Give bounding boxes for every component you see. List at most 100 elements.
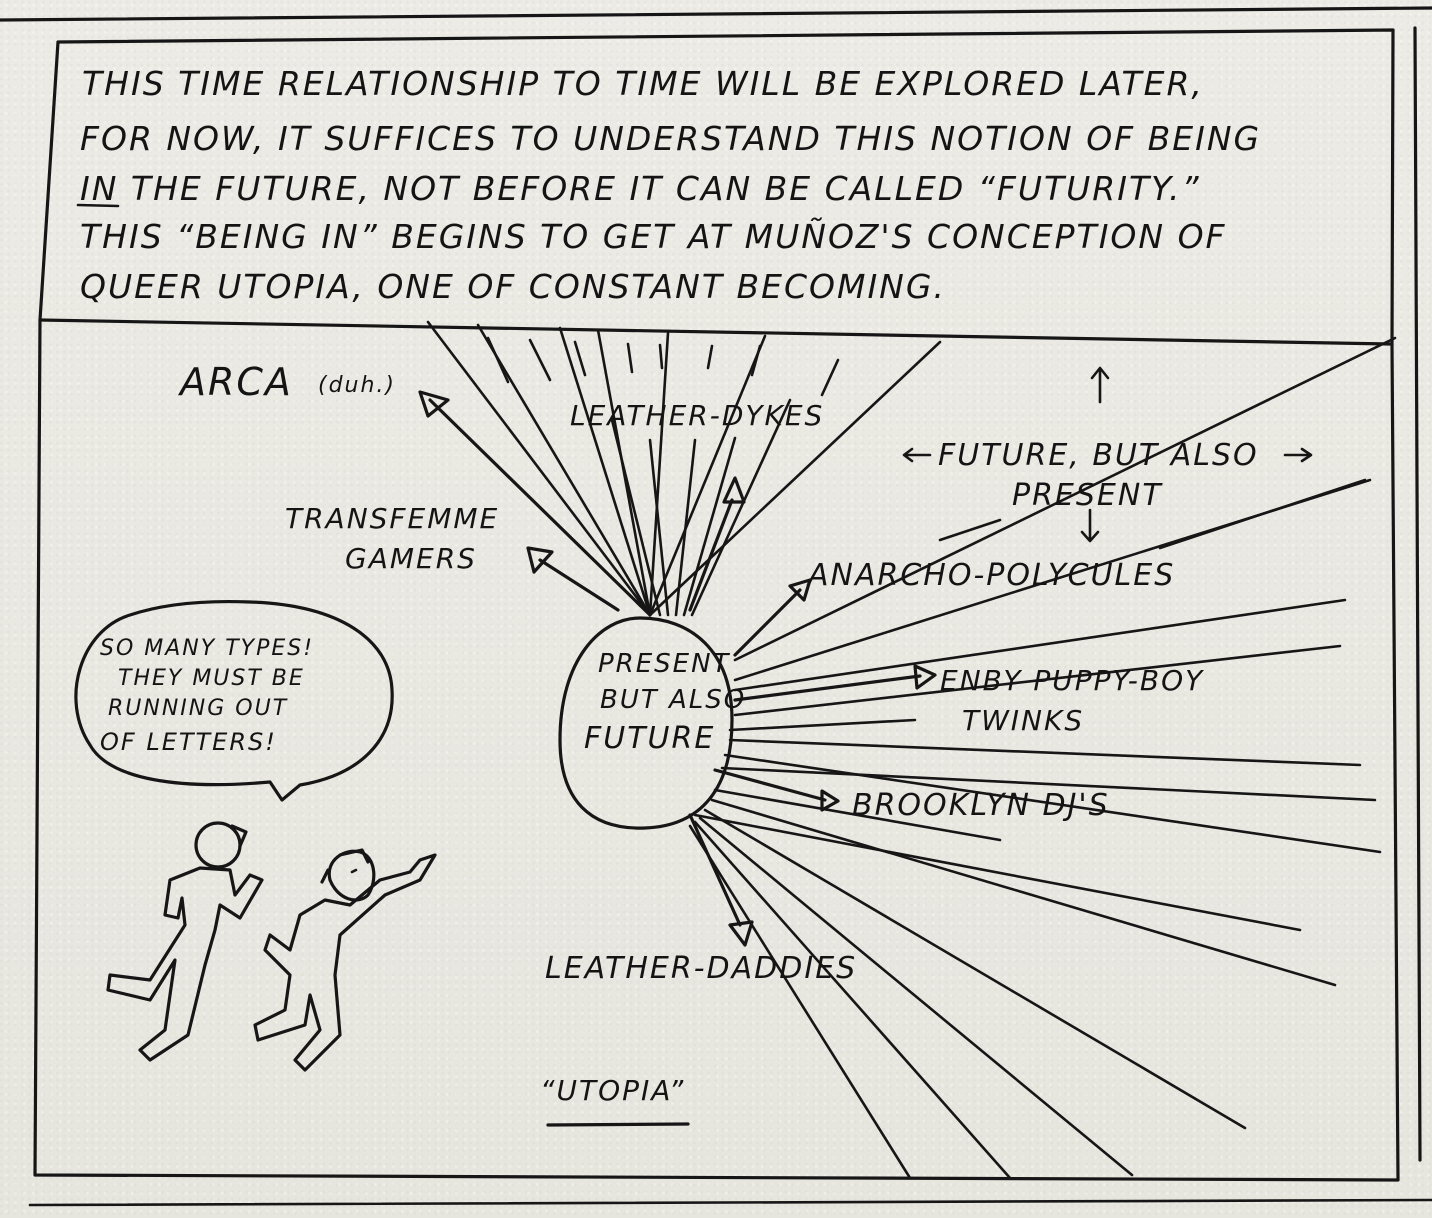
ray-line	[690, 398, 792, 617]
ray-line	[703, 808, 1247, 1130]
speech-line-1: SO MANY TYPES!	[100, 636, 314, 661]
center-line-1: PRESENT	[598, 649, 731, 679]
label-future-also-present-1: FUTURE, BUT ALSO	[938, 438, 1259, 473]
arrow-right-icon	[1283, 447, 1313, 463]
right-panel-edge-line	[1413, 26, 1422, 1162]
caption-line-3: IN THE FUTURE, NOT BEFORE IT CAN BE CALL…	[80, 169, 1201, 208]
arrowhead-enby	[913, 664, 937, 690]
figure-right-eye	[350, 868, 358, 874]
center-blob-outline	[558, 616, 734, 830]
ray-line	[820, 358, 840, 397]
ray-line	[573, 340, 587, 377]
ray-line	[658, 343, 664, 370]
ray-line	[723, 753, 1382, 854]
arrow-left-icon	[902, 447, 932, 463]
category-labels: ARCA (duh.) LEATHER-DYKES FUTURE, BUT AL…	[177, 360, 1259, 1127]
figure-left	[106, 821, 264, 1062]
ray-line	[674, 438, 697, 617]
arrow-to-anarcho	[733, 588, 802, 657]
ray-line	[713, 788, 1002, 842]
ray-line	[733, 336, 1397, 662]
in-underline	[76, 203, 120, 208]
ray-line	[728, 718, 917, 732]
figure-left-cap	[230, 824, 248, 848]
figure-left-head	[194, 821, 242, 869]
center-line-2: BUT ALSO	[600, 685, 746, 715]
arrow-to-arca	[428, 398, 652, 617]
arrowhead-brooklyn	[820, 789, 840, 812]
ray-line	[426, 320, 652, 617]
arrow-to-leather-dykes	[688, 498, 734, 612]
bottom-page-edge-line	[28, 1198, 1432, 1207]
ray-line	[528, 338, 552, 382]
ray-line	[682, 436, 737, 617]
arrow-up-icon	[1090, 366, 1110, 404]
label-brooklyn-djs: BROOKLYN DJ'S	[852, 788, 1110, 823]
ray-line	[558, 326, 652, 617]
figure-right	[253, 848, 437, 1072]
center-blob: PRESENT BUT ALSO FUTURE	[558, 616, 746, 830]
arrowhead-arca	[418, 390, 450, 418]
caption-divider-line	[38, 318, 1392, 346]
label-arca-note: (duh.)	[318, 373, 396, 398]
figure-right-body	[253, 853, 437, 1072]
ray-line	[728, 738, 1362, 767]
arrowhead-leather-daddies	[728, 920, 754, 947]
figures	[106, 821, 437, 1072]
label-arca: ARCA	[177, 360, 293, 404]
ray-line	[688, 824, 912, 1180]
label-anarcho-polycules: ANARCHO-POLYCULES	[806, 558, 1175, 593]
figure-right-cap	[320, 848, 370, 884]
figure-left-body	[106, 866, 264, 1062]
label-future-also-present-2: PRESENT	[1012, 478, 1163, 513]
ray-line	[626, 342, 634, 374]
label-leather-daddies: LEATHER-DADDIES	[545, 951, 857, 986]
speech-line-2: THEY MUST BE	[118, 666, 305, 691]
arrow-down-icon	[1080, 508, 1100, 543]
radiating-lines	[426, 320, 1397, 1180]
caption-line-2: FOR NOW, IT SUFFICES TO UNDERSTAND THIS …	[80, 119, 1261, 158]
ray-line	[710, 798, 1337, 987]
label-transfemme-2: GAMERS	[345, 542, 477, 575]
caption-line-5: QUEER UTOPIA, ONE OF CONSTANT BECOMING.	[80, 267, 946, 306]
ray-line	[693, 820, 1012, 1180]
ray-line	[648, 331, 670, 617]
ray-line	[693, 813, 1302, 932]
arrowhead-transfemme	[526, 546, 554, 574]
speech-bubble-outline	[74, 599, 394, 802]
caption-line-1: THIS TIME RELATIONSHIP TO TIME WILL BE E…	[82, 64, 1204, 103]
arrow-to-transfemme	[538, 558, 620, 612]
ray-line	[750, 344, 762, 377]
speech-line-4: OF LETTERS!	[100, 728, 277, 756]
label-utopia: “UTOPIA”	[540, 1074, 685, 1107]
ray-line	[733, 644, 1342, 717]
panel-borders	[0, 6, 1432, 1207]
arrow-to-leather-daddies	[688, 813, 742, 927]
figure-right-head	[327, 849, 376, 902]
label-enby-2: TWINKS	[962, 704, 1084, 737]
arrowhead-anarcho	[788, 578, 812, 602]
utopia-underline	[546, 1122, 690, 1127]
ray-line	[610, 418, 662, 617]
arrows	[418, 366, 1313, 947]
ray-line	[476, 323, 652, 617]
center-line-3: FUTURE	[584, 721, 715, 756]
ray-line	[706, 344, 714, 370]
label-leather-dykes: LEATHER-DYKES	[570, 399, 824, 432]
ray-line	[698, 816, 1134, 1177]
caption-line-4: THIS “BEING IN” BEGINS TO GET AT MUÑOZ'S…	[80, 217, 1227, 256]
speech-line-3: RUNNING OUT	[108, 696, 288, 721]
arrow-to-brooklyn	[713, 768, 827, 802]
ray-line	[648, 334, 767, 617]
label-enby-1: ENBY PUPPY-BOY	[940, 664, 1204, 697]
ray-line	[1158, 478, 1367, 550]
arrow-to-enby	[733, 674, 922, 702]
ray-line	[938, 518, 1002, 542]
arrowhead-leather-dykes	[722, 476, 746, 504]
top-page-edge-line	[0, 6, 1432, 22]
ray-line	[720, 766, 1377, 802]
speech-bubble: SO MANY TYPES! THEY MUST BE RUNNING OUT …	[74, 599, 394, 802]
ray-line	[733, 598, 1347, 692]
